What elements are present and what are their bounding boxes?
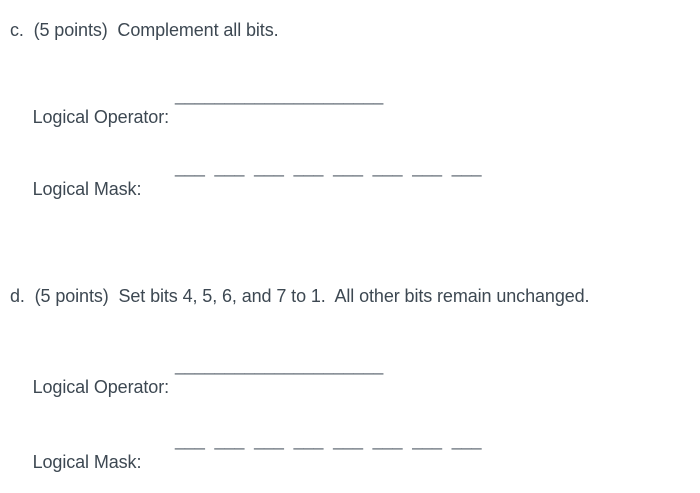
question-d-mask-row: Logical Mask: ___ ___ ___ ___ ___ ___ __…: [13, 429, 693, 493]
logical-operator-blank: _____________________: [175, 355, 384, 375]
question-d-prompt: d. (5 points) Set bits 4, 5, 6, and 7 to…: [10, 286, 590, 306]
logical-operator-blank: _____________________: [175, 85, 384, 105]
question-c-prompt: c. (5 points) Complement all bits.: [10, 20, 279, 40]
logical-mask-label: Logical Mask:: [32, 452, 142, 472]
logical-mask-blank: ___ ___ ___ ___ ___ ___ ___ ___: [175, 157, 482, 177]
logical-operator-label: Logical Operator:: [32, 377, 169, 397]
question-c-operator-row: Logical Operator: _____________________: [13, 84, 693, 172]
question-d-operator-row: Logical Operator: _____________________: [13, 354, 693, 442]
logical-mask-label: Logical Mask:: [32, 179, 142, 199]
question-c-mask-row: Logical Mask: ___ ___ ___ ___ ___ ___ __…: [13, 156, 693, 244]
logical-operator-label: Logical Operator:: [32, 107, 169, 127]
logical-mask-blank: ___ ___ ___ ___ ___ ___ ___ ___: [175, 430, 482, 450]
